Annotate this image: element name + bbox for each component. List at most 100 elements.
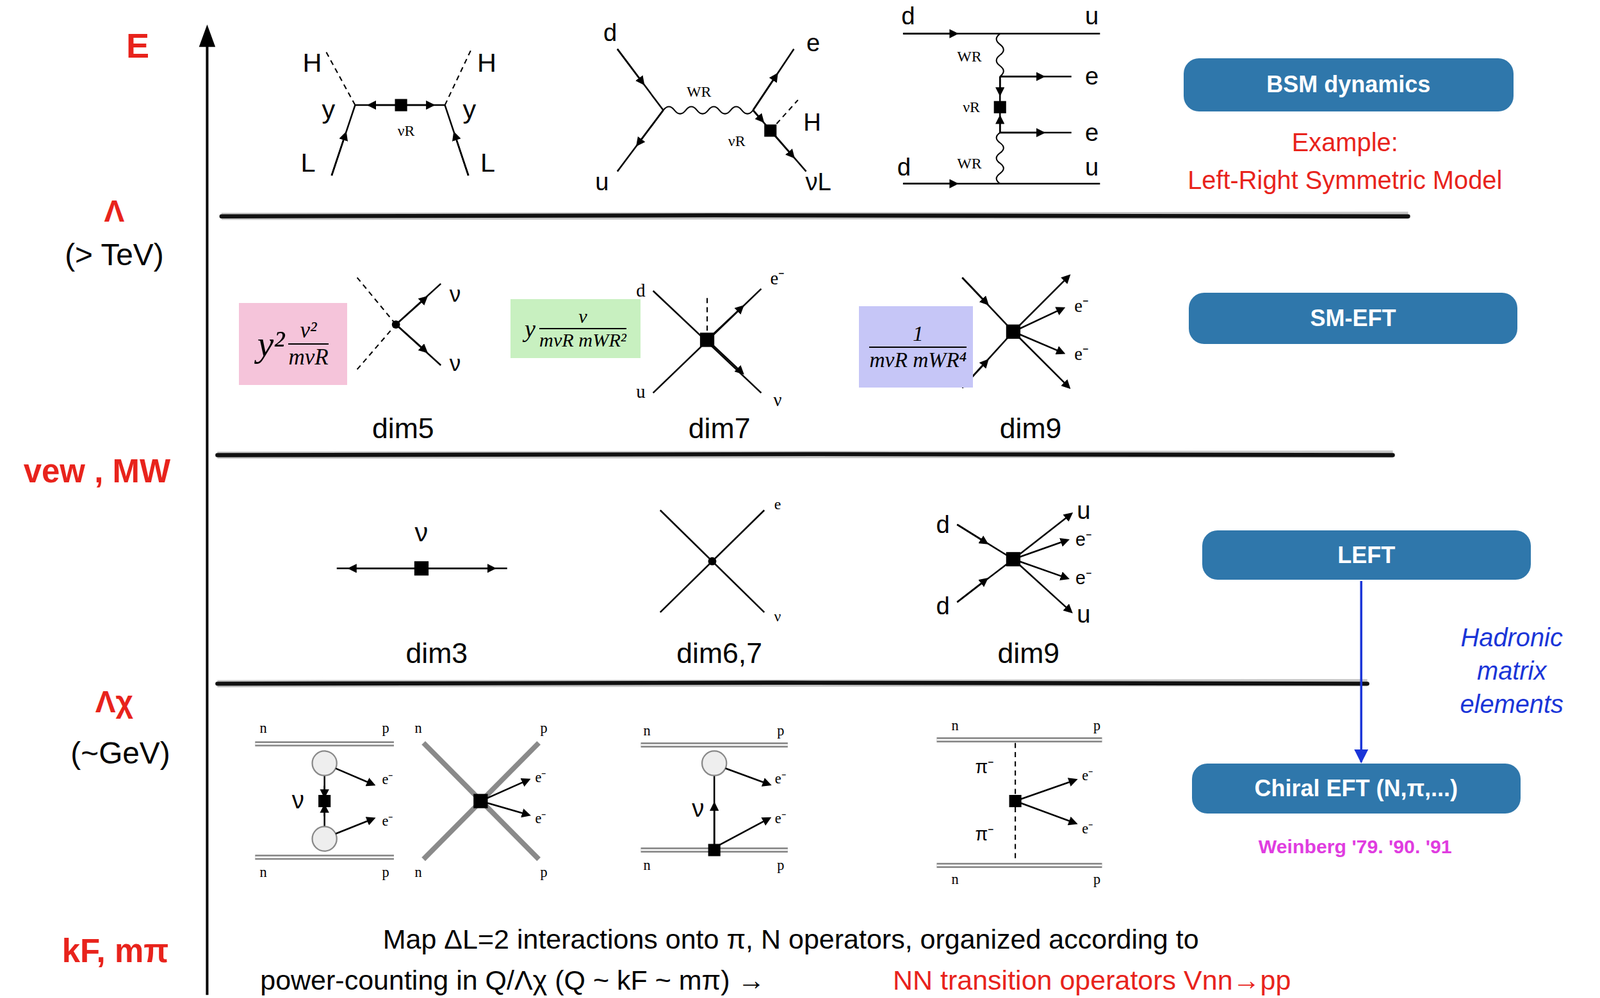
line-stroke [653, 288, 762, 393]
line-stroke [725, 768, 768, 784]
particle-label: p [540, 864, 548, 881]
line-stroke [936, 739, 1102, 742]
particle-label: L [480, 148, 496, 179]
line-stroke [1015, 780, 1074, 802]
dim5-vertex [357, 277, 442, 369]
particle-label: n [951, 717, 959, 734]
particle-label: p [1093, 871, 1101, 888]
line-stroke [617, 110, 664, 172]
fraction-bar [869, 346, 967, 348]
particle-label: ν [292, 786, 305, 814]
line-stroke [999, 131, 1072, 134]
line-stroke [999, 75, 1072, 78]
particle-label: d [897, 153, 911, 181]
particle-label: H [477, 48, 497, 79]
scale-label: Λ [103, 194, 125, 229]
line-stroke [617, 48, 642, 82]
particle-label: e⁻ [1074, 343, 1089, 365]
scale-label: Λχ [95, 685, 134, 720]
coupling-factor: y [524, 314, 536, 343]
line-stroke [999, 131, 1041, 134]
particle-label: u [1085, 153, 1099, 181]
level-pill: Chiral EFT (N,π,...) [1191, 763, 1521, 814]
particle-label: dim9 [999, 413, 1062, 445]
line-stroke [1013, 559, 1066, 578]
line-stroke [936, 864, 1102, 867]
line-stroke [936, 862, 1102, 868]
particle-label: u [595, 168, 609, 196]
particle-label: e [774, 495, 782, 513]
denominator: mνR mWR² [539, 329, 627, 352]
particle-label: dim3 [406, 637, 469, 669]
fraction: v²mνR [288, 317, 328, 371]
particle-label: n [415, 864, 423, 881]
dim9-smeft-vertex [962, 277, 1068, 388]
particle-label: νL [805, 168, 831, 196]
particle-label: ν [449, 351, 462, 376]
circle-stroke [391, 320, 401, 329]
particle-label: e [1085, 62, 1099, 90]
line-stroke [357, 277, 397, 325]
line-stroke [331, 135, 346, 176]
particle-label: e⁻ [775, 770, 787, 787]
line-stroke [395, 324, 425, 351]
dim7-vertex [653, 288, 762, 393]
particle-label: e⁻ [381, 813, 394, 830]
particle-label: e⁻ [1081, 767, 1094, 784]
line-stroke [956, 580, 985, 602]
denominator: mνR [288, 344, 328, 371]
rect-stroke [414, 561, 429, 576]
particle-label: y [462, 95, 476, 125]
line-stroke [903, 182, 955, 185]
particle-label: e⁻ [1074, 295, 1089, 317]
line-stroke [455, 135, 469, 176]
rect-stroke [700, 332, 715, 347]
line-stroke [719, 819, 768, 845]
line-stroke [962, 277, 986, 302]
circle-stroke [702, 750, 727, 776]
path-stroke [996, 33, 1004, 77]
scale-label: kF, mπ [62, 933, 170, 970]
numerator: v [578, 305, 587, 328]
particle-label: ν [773, 390, 782, 411]
coefficient-box: y vmνR mWR² [510, 299, 642, 359]
line-stroke [352, 567, 422, 570]
line-stroke [770, 99, 799, 131]
dim3-mass [336, 561, 508, 576]
particle-label: e⁻ [1081, 820, 1094, 837]
line-stroke [999, 76, 1002, 92]
line-stroke [205, 42, 209, 995]
note-text: Weinberg '79. '90. '91 [1258, 836, 1453, 858]
particle-label: ν [415, 518, 429, 548]
line-stroke [254, 742, 394, 745]
line-stroke [660, 510, 765, 613]
line-stroke [956, 524, 1014, 560]
particle-label: y [322, 95, 336, 125]
particle-label: d [603, 19, 617, 47]
chiral-heavy-nu-diagram [640, 744, 788, 857]
particle-label: d [901, 2, 915, 30]
particle-label: d [636, 280, 645, 302]
particle-label: u [1076, 497, 1091, 524]
scale-label: E [126, 26, 150, 66]
line-stroke [357, 324, 397, 370]
circle-stroke [312, 750, 337, 776]
dim67-vertex [660, 510, 765, 613]
rect-stroke [1006, 324, 1021, 339]
rect-stroke [395, 99, 408, 112]
rect-stroke [473, 793, 488, 808]
line-stroke [395, 283, 441, 325]
line-stroke [903, 182, 1100, 185]
line-stroke [713, 806, 716, 846]
line-stroke [335, 819, 372, 834]
numerator: 1 [912, 321, 924, 346]
scale-label: (> TeV) [64, 238, 164, 273]
note-text: Map ΔL=2 interactions onto π, N operator… [383, 924, 1200, 956]
line-stroke [395, 324, 441, 366]
line-stroke [753, 76, 776, 111]
line-stroke [1013, 540, 1066, 560]
line-stroke [1013, 514, 1070, 560]
path-stroke [221, 215, 1409, 217]
line-stroke [753, 110, 807, 172]
